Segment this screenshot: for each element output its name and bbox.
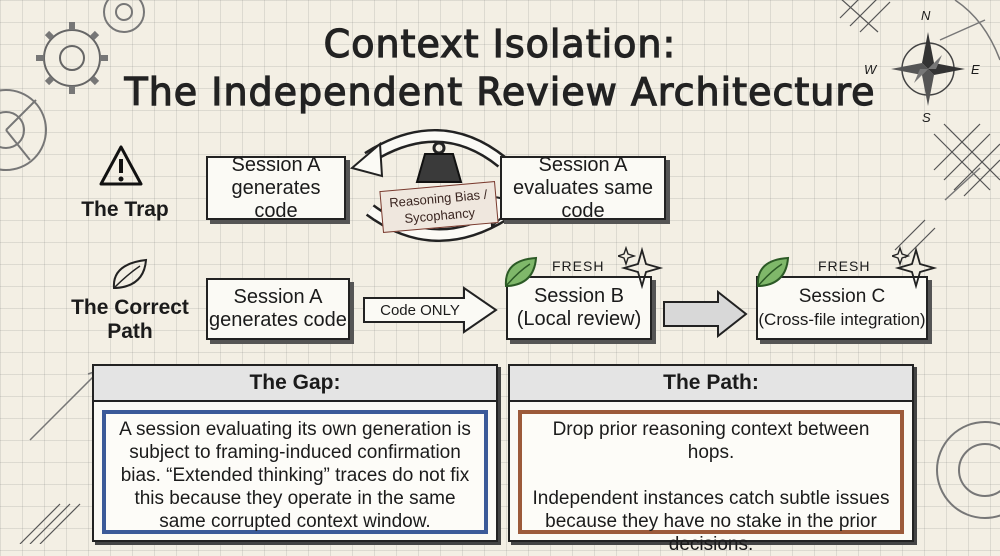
path-header: The Path: (510, 366, 912, 402)
compass-e: E (971, 62, 980, 77)
path-a-line2: generates code (209, 309, 347, 331)
code-only-label: Code ONLY (380, 302, 460, 319)
path-line-5: decisions. (668, 534, 754, 555)
warning-icon (99, 145, 143, 186)
path-line-1: Drop prior reasoning context between hop… (552, 419, 870, 463)
compass-w: W (864, 62, 877, 77)
arrow-b-to-c-icon (663, 290, 748, 338)
gap-line-4: this because they operate in the same (134, 488, 456, 509)
title-line-1: Context Isolation: (323, 21, 677, 66)
trap-right-line1: Session A (538, 153, 628, 176)
background-sketches (0, 0, 1000, 544)
trap-label: The Trap (81, 198, 169, 221)
path-line-4: because they have no stake in the prior (545, 511, 877, 532)
trap-session-a-evaluates: Session A evaluates same code (500, 153, 666, 222)
path-panel: The Path: Drop prior reasoning context b… (508, 364, 914, 555)
path-line-3: Independent instances catch subtle issue… (532, 488, 890, 509)
compass-s: S (922, 110, 931, 125)
compass-n: N (921, 8, 931, 23)
path-line-spacer (528, 464, 894, 487)
code-only-arrow-icon (363, 286, 498, 334)
gear-icon (936, 421, 1000, 519)
gap-body: A session evaluating its own generation … (102, 410, 488, 534)
gear-icon (103, 0, 145, 33)
trap-session-a-generates: Session A generates code (206, 153, 346, 222)
gap-line-5: same corrupted context window. (159, 511, 431, 532)
gear-icon (36, 22, 108, 94)
gap-line-1: A session evaluating its own generation … (119, 419, 471, 440)
weight-icon (415, 141, 463, 183)
gap-panel: The Gap: A session evaluating its own ge… (92, 364, 498, 542)
leaf-outline-icon (112, 258, 148, 289)
correct-path-label: The Correct Path (62, 296, 198, 344)
path-body: Drop prior reasoning context between hop… (518, 410, 904, 555)
fresh-tag-c: FRESH (818, 258, 871, 274)
correct-label-line1: The Correct (71, 296, 189, 319)
gap-header: The Gap: (94, 366, 496, 402)
trap-left-line1: Session A (231, 153, 321, 176)
path-a-line1: Session A (233, 286, 323, 308)
title-line-2: The Independent Review Architecture (124, 69, 876, 114)
path-session-c: Session C (Cross-file integration) (756, 276, 928, 340)
sparkle-icon (618, 246, 664, 290)
leaf-icon (756, 256, 790, 287)
leaf-icon (504, 256, 538, 287)
fresh-tag-b: FRESH (552, 258, 605, 274)
hatch-pattern (19, 0, 1000, 544)
path-c-line1: Session C (798, 286, 886, 307)
gap-line-3: bias. “Extended thinking” traces do not … (120, 465, 470, 486)
gear-icon (0, 89, 47, 171)
path-session-b: Session B (Local review) (506, 276, 652, 340)
path-c-line2: (Cross-file integration) (758, 310, 926, 329)
path-b-line1: Session B (533, 285, 625, 307)
compass-rose-icon (891, 32, 965, 106)
trap-right-line2: evaluates same code (512, 176, 654, 222)
path-session-a: Session A generates code (206, 278, 350, 340)
correct-label-line2: Path (107, 320, 153, 343)
trap-left-line2: generates code (231, 176, 321, 222)
path-b-line2: (Local review) (516, 308, 642, 330)
gap-line-2: subject to framing-induced confirmation (129, 442, 461, 463)
sparkle-icon (892, 246, 938, 290)
